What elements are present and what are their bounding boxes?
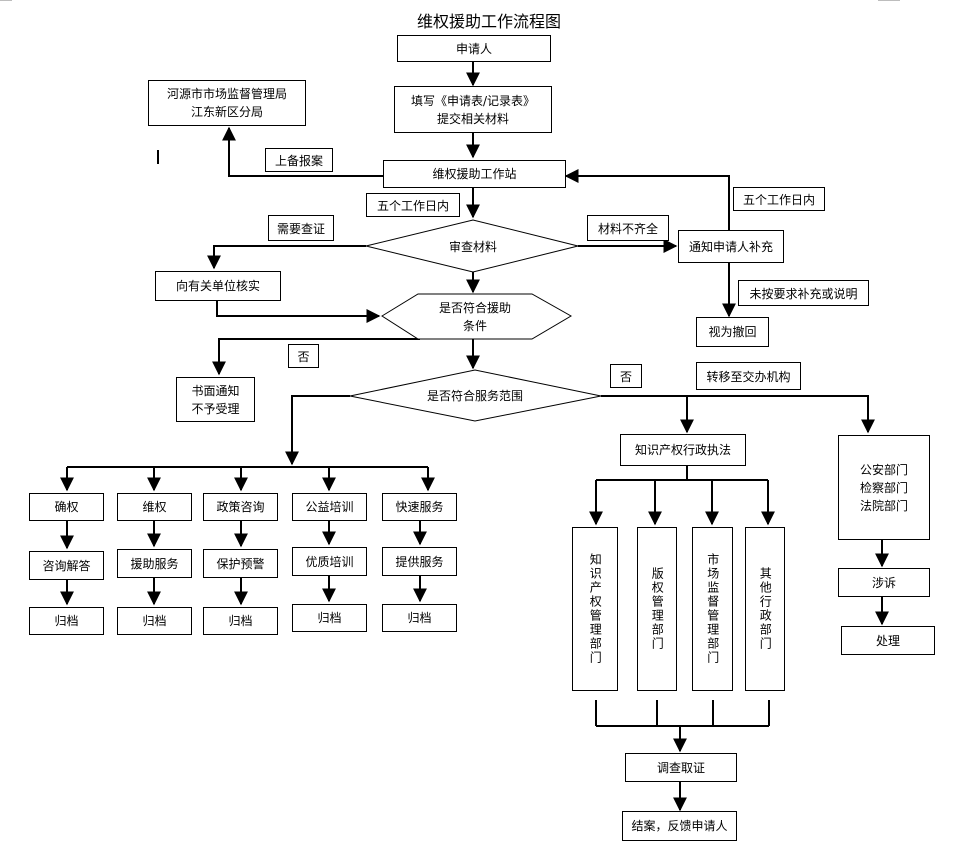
involved-box: 涉诉 [838,568,930,597]
page-corner-mark-left [0,0,12,1]
department-box: 知识产权管理部门 [572,527,618,691]
applicant-box: 申请人 [397,35,551,62]
notify-supplement-box: 通知申请人补充 [678,230,784,263]
label-not-as-required: 未按要求补充或说明 [738,280,869,306]
review-decision-shape [365,219,579,273]
label-five-days-a: 五个工作日内 [366,193,460,217]
arrow-verify-to-eligible [216,301,381,323]
service-step-box: 优质培训 [292,547,367,576]
fill-form-box: 填写《申请表/记录表》 提交相关材料 [394,86,552,133]
written-notice-box: 书面通知 不予受理 [176,377,255,422]
handle-box: 处理 [841,626,935,655]
label-five-days-b: 五个工作日内 [733,187,825,211]
page-corner-mark-right [878,0,900,1]
text-cursor-mark [157,150,159,164]
service-step-box: 援助服务 [117,549,192,578]
label-transfer: 转移至交办机构 [696,362,801,390]
service-head-box: 公益培训 [292,493,367,521]
label-no-b: 否 [610,364,642,388]
investigate-box: 调查取证 [625,753,737,782]
close-case-box: 结案，反馈申请人 [622,811,737,841]
market-bureau-box: 河源市市场监督管理局 江东新区分局 [148,80,306,126]
service-head-box: 维权 [117,493,192,521]
service-end-box: 归档 [292,604,367,632]
label-no-a: 否 [288,344,319,368]
ip-enforcement-box: 知识产权行政执法 [620,434,746,466]
eligible-decision-label: 是否符合援助 条件 [438,301,511,333]
service-head-box: 政策咨询 [203,493,278,521]
service-end-box: 归档 [117,607,192,635]
label-report: 上备报案 [265,148,333,172]
arrow-eligible-to-notice [212,338,420,376]
scope-decision-shape [349,369,602,422]
withdrawn-box: 视为撤回 [696,317,769,347]
arrow-notify-to-station [564,169,730,230]
service-step-box: 保护预警 [203,549,278,578]
service-end-box: 归档 [29,607,104,635]
department-box: 市场监督管理部门 [692,527,733,691]
service-head-box: 确权 [29,493,104,521]
arrow-review-to-verify [207,245,366,270]
arrow-station-to-bureau [222,126,383,177]
scope-decision-label: 是否符合服务范围 [426,389,523,403]
arrow-scope-to-police [601,395,875,434]
eligible-decision-shape [381,293,573,340]
service-step-box: 咨询解答 [29,551,104,580]
department-box: 版权管理部门 [637,527,677,691]
verify-units-box: 向有关单位核实 [155,271,281,301]
chart-title: 维权援助工作流程图 [416,12,561,31]
service-step-box: 提供服务 [382,547,457,576]
arrow-scope-to-services [285,395,350,466]
department-box: 其他行政部门 [745,527,785,691]
service-end-box: 归档 [203,607,278,635]
review-decision-label: 审查材料 [448,240,497,254]
label-need-verify: 需要查证 [268,215,334,241]
label-incomplete: 材料不齐全 [587,215,669,241]
service-head-box: 快速服务 [382,493,457,521]
police-dept-box: 公安部门 检察部门 法院部门 [838,435,930,540]
station-box: 维权援助工作站 [383,160,566,188]
service-end-box: 归档 [382,604,457,632]
